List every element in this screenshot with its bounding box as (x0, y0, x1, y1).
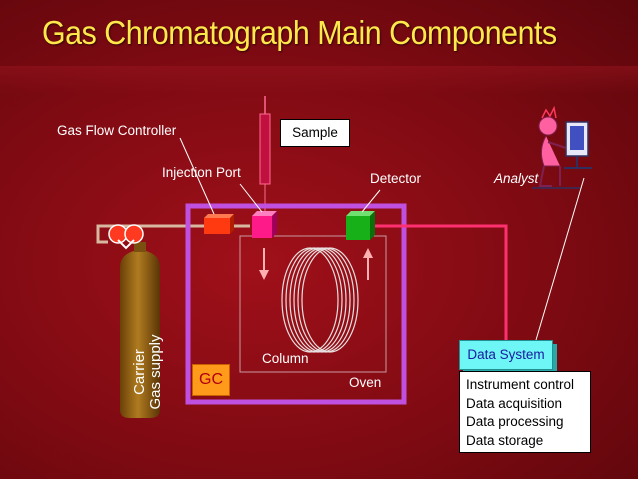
label-detector: Detector (370, 171, 422, 186)
oven-inner (239, 235, 387, 373)
data-system-box: Data System (459, 340, 553, 370)
down-arrow-icon (259, 248, 269, 280)
function-item: Instrument control (466, 377, 575, 392)
page-title: Gas Chromatograph Main Components (42, 14, 557, 51)
callout-line-injection-port (239, 183, 263, 213)
column-coil-icon (281, 247, 359, 353)
label-sample: Sample (280, 119, 350, 147)
label-gas-flow-controller: Gas Flow Controller (57, 123, 177, 138)
detector-block (346, 211, 375, 240)
function-item: Data storage (466, 432, 544, 448)
label-oven: Oven (349, 375, 382, 390)
label-injection-port: Injection Port (162, 165, 241, 180)
data-system-functions-box: Instrument control Data acquisition Data… (459, 371, 591, 453)
gc-label-box: GC (192, 364, 230, 396)
label-carrier: Carrier (131, 349, 148, 395)
callout-line-detector (361, 189, 381, 213)
label-analyst: Analyst (494, 171, 539, 186)
callout-line-analyst (535, 177, 585, 341)
label-gas-supply: Gas supply (147, 334, 164, 410)
syringe-icon (259, 96, 271, 212)
injection-port-block (252, 211, 277, 238)
function-item: Data acquisition (466, 395, 563, 411)
analyst-icon (532, 105, 592, 189)
cylinder-label: Carrier Gas supply (118, 330, 164, 409)
header-band (0, 66, 638, 94)
function-item: Data processing (466, 414, 564, 429)
callout-line-flow-controller (179, 137, 215, 215)
up-arrow-icon (363, 248, 373, 280)
flow-controller-block (204, 214, 234, 234)
gas-cylinder-icon (108, 224, 160, 418)
signal-line (374, 224, 508, 340)
oven-enclosure (185, 203, 407, 405)
label-column: Column (262, 351, 309, 366)
